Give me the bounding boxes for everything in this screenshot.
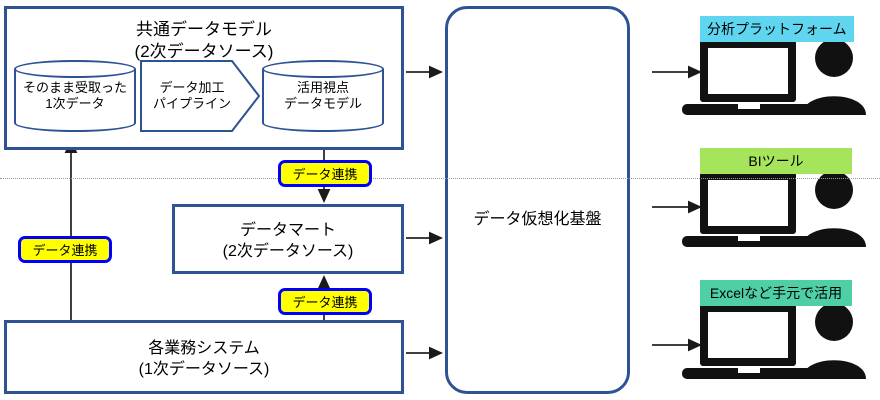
consumer-bi-tag: BIツール [700, 148, 852, 174]
pipeline-pentagon-icon [140, 60, 261, 132]
laptop-person-icon [682, 171, 866, 247]
data-processing-pipeline-label: データ加工 パイプライン [152, 79, 231, 111]
cylinder-top-ellipse [14, 60, 136, 78]
consumer-excel-tag: Excelなど手元で活用 [700, 280, 852, 306]
data-link-badge-left: データ連携 [18, 236, 112, 263]
data-mart-title: データマート (2次データソース) [222, 222, 354, 260]
utilization-data-model-cylinder: 活用視点 データモデル [262, 60, 384, 132]
cylinder-body [262, 69, 384, 123]
cylinder-body [14, 69, 136, 123]
data-link-badge-middle: データ連携 [278, 288, 372, 315]
raw-primary-data-cylinder: そのまま受取った 1次データ [14, 60, 136, 132]
laptop-person-icon [682, 39, 866, 115]
data-virtualization-platform-box: データ仮想化基盤 [445, 6, 630, 394]
data-virtualization-platform-label: データ仮想化基盤 [473, 211, 602, 228]
business-systems-title: 各業務システム (1次データソース) [138, 340, 270, 378]
business-systems-box: 各業務システム (1次データソース) [4, 320, 404, 394]
raw-primary-data-label: そのまま受取った 1次データ [22, 79, 127, 111]
data-link-badge-top: データ連携 [278, 160, 372, 187]
consumer-excel: Excelなど手元で活用 [672, 272, 872, 396]
consumer-analytics-platform: 分析プラットフォーム [672, 8, 872, 132]
common-data-model-title: 共通データモデル (2次データソース) [134, 20, 274, 62]
laptop-person-icon [682, 303, 866, 379]
section-divider-dotted-line [0, 178, 880, 179]
consumer-bi-tool: BIツール [672, 140, 872, 264]
data-processing-pipeline-shape: データ加工 パイプライン [140, 60, 261, 132]
cylinder-top-ellipse [262, 60, 384, 78]
consumer-analytics-tag: 分析プラットフォーム [700, 16, 854, 42]
data-mart-box: データマート (2次データソース) [172, 204, 404, 274]
utilization-data-model-label: 活用視点 データモデル [283, 79, 362, 111]
